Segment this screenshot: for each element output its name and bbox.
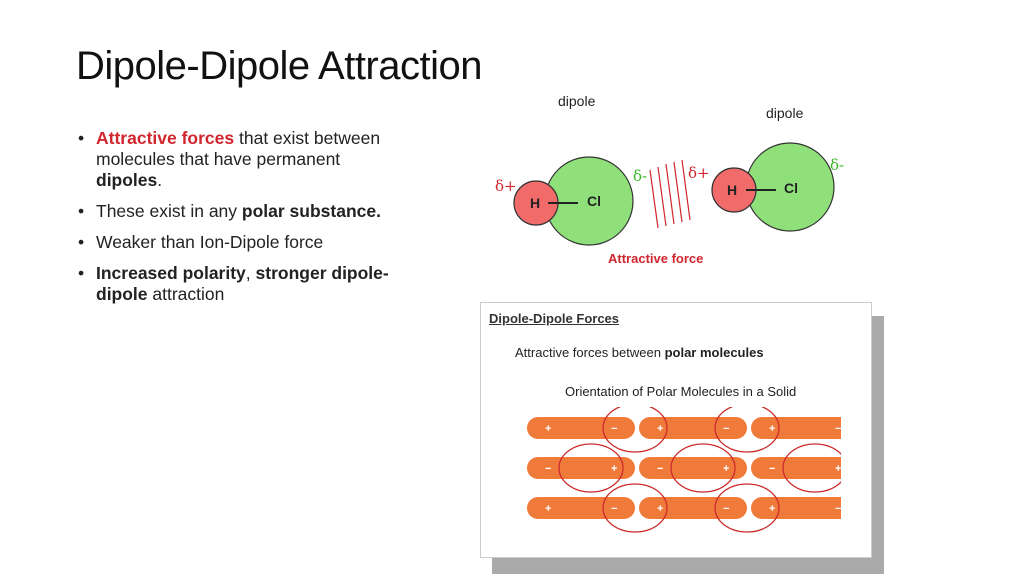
polar-molecule-bar — [527, 457, 635, 479]
bullet-text: dipoles — [96, 170, 158, 190]
bullet-text: stronger dipole-dipole — [96, 263, 389, 304]
figure-heading: Dipole-Dipole Forces — [489, 311, 620, 326]
polar-molecule-bar — [639, 497, 747, 519]
polar-molecule-bar — [751, 457, 841, 479]
charge-sign: − — [723, 423, 729, 435]
polar-molecule-bar — [639, 457, 747, 479]
bullet-item: • Increased polarity, stronger dipole-dip… — [78, 263, 398, 305]
charge-sign: + — [611, 463, 617, 475]
delta-plus-right: δ+ — [688, 164, 710, 182]
attraction-ring — [602, 483, 668, 533]
bullet-text: Attractive forces — [96, 128, 235, 148]
orientation-title: Orientation of Polar Molecules in a Soli… — [565, 384, 797, 399]
dipole-label-right: dipole — [766, 105, 804, 121]
cl-label-left: Cl — [587, 193, 601, 209]
bullet-text: Increased polarity — [96, 263, 246, 283]
bullet-text: Weaker than Ion-Dipole force — [96, 232, 324, 252]
bullet-text: that exist between molecules that have p… — [96, 128, 381, 169]
charge-sign: + — [657, 503, 663, 515]
charge-sign: − — [769, 463, 775, 475]
bullet-dot: • — [78, 128, 85, 148]
bullet-dot: • — [78, 201, 85, 221]
bullet-list: • Attractive forces that exist between mo… — [78, 128, 398, 315]
bullet-text: attraction — [147, 284, 225, 304]
attractive-force-lines — [649, 159, 691, 229]
attraction-ring — [602, 407, 668, 453]
bullet-dot: • — [78, 263, 85, 283]
figure-subtitle: Attractive forces between polar molecule… — [515, 345, 764, 360]
polar-molecules-solid-diagram: + − + − + − − + − + − + + − + − + − — [527, 407, 841, 533]
bullet-text: , — [245, 263, 256, 283]
charge-sign: + — [835, 463, 841, 475]
charge-sign: − — [723, 503, 729, 515]
h-label-left: H — [530, 195, 540, 211]
polar-molecule-bar — [751, 497, 841, 519]
charge-sign: − — [657, 463, 663, 475]
charge-sign: − — [545, 463, 551, 475]
charge-sign: + — [657, 423, 663, 435]
charge-sign: − — [835, 423, 841, 435]
charge-sign: − — [835, 503, 841, 515]
attraction-ring — [558, 443, 624, 493]
bullet-text: polar substance. — [241, 201, 381, 221]
h-label-right: H — [727, 182, 737, 198]
charge-sign: + — [769, 503, 775, 515]
figure-subtitle-bold: polar molecules — [664, 345, 764, 360]
bullet-item: • Weaker than Ion-Dipole force — [78, 232, 398, 253]
charge-sign: + — [723, 463, 729, 475]
charge-sign: − — [611, 423, 617, 435]
bullet-item: • These exist in any polar substance. — [78, 201, 398, 222]
polar-molecule-bar — [527, 417, 635, 439]
charge-sign: + — [545, 423, 551, 435]
bullet-text: . — [157, 170, 163, 190]
polar-molecule-bar — [751, 417, 841, 439]
bullet-text: These exist in any — [96, 201, 242, 221]
figure-subtitle-text: Attractive forces between — [515, 345, 665, 360]
dipole-forces-figure: Dipole-Dipole Forces Attractive forces b… — [480, 302, 872, 558]
attraction-ring — [782, 443, 841, 493]
charge-sign: + — [545, 503, 551, 515]
attractive-force-label: Attractive force — [608, 251, 703, 266]
bullet-item: • Attractive forces that exist between mo… — [78, 128, 398, 191]
charge-sign: + — [769, 423, 775, 435]
attraction-ring — [714, 407, 780, 453]
attraction-ring — [714, 483, 780, 533]
attraction-ring — [670, 443, 736, 493]
delta-minus-left: δ- — [633, 167, 647, 185]
delta-plus-left: δ+ — [495, 177, 517, 195]
charge-sign: − — [611, 503, 617, 515]
hcl-dipole-diagram: dipole dipole H Cl δ+ δ- Attractive forc… — [495, 93, 844, 266]
slide-title: Dipole-Dipole Attraction — [76, 44, 483, 88]
cl-label-right: Cl — [784, 180, 798, 196]
polar-molecule-bar — [527, 497, 635, 519]
polar-molecule-bar — [639, 417, 747, 439]
bullet-dot: • — [78, 232, 85, 252]
delta-minus-right: δ- — [830, 156, 844, 174]
dipole-label-left: dipole — [558, 93, 596, 109]
